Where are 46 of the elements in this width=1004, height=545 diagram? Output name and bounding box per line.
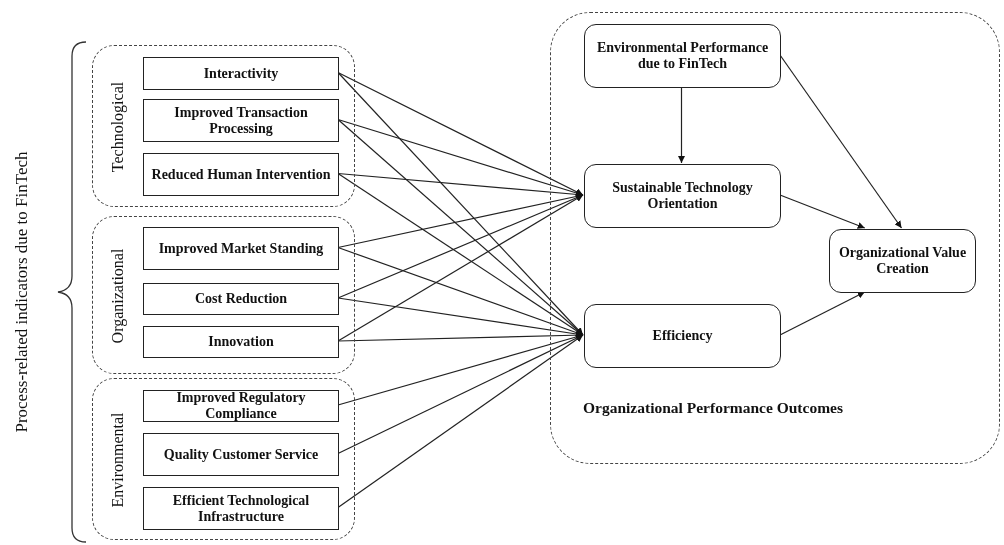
arrow <box>337 193 584 249</box>
box-label: Cost Reduction <box>193 291 289 307</box>
outcome-box <box>584 304 781 368</box>
arrow <box>779 54 903 229</box>
box-label: Reduced Human Intervention <box>150 166 332 183</box>
outcome-box <box>584 164 781 228</box>
category-group <box>92 378 355 540</box>
box-label: Improved Market Standing <box>157 240 325 257</box>
group-title: Organizational Performance Outcomes <box>583 399 843 417</box>
arrow <box>337 172 584 336</box>
indicator-box <box>143 99 339 142</box>
indicator-box <box>143 283 339 315</box>
indicator-box <box>143 227 339 270</box>
box-label: Sustainable Technology Orientation <box>611 180 754 212</box>
arrow <box>779 194 866 229</box>
group-label: Organizational <box>109 248 127 344</box>
category-group <box>92 45 355 207</box>
box-label: Innovation <box>207 334 275 350</box>
arrow <box>678 86 685 164</box>
indicator-box <box>143 433 339 476</box>
category-group <box>92 216 355 374</box>
group-label: Environmental <box>109 412 127 508</box>
indicator-box <box>143 487 339 530</box>
arrow <box>337 246 584 336</box>
arrow <box>337 194 584 342</box>
box-label: Efficient Technological Infrastructure <box>171 492 311 525</box>
box-label: Organizational Value Creation <box>837 245 968 277</box>
box-label: Interactivity <box>202 65 280 82</box>
box-label: Efficiency <box>651 328 714 344</box>
group-label: Technological <box>109 81 127 173</box>
side-label: Process-related indicators due to FinTech <box>12 151 32 433</box>
arrow <box>337 71 584 196</box>
arrow <box>337 71 584 336</box>
box-label: Improved Transaction Processing <box>173 104 309 137</box>
indicator-box <box>143 57 339 90</box>
outcome-box <box>584 24 781 88</box>
indicator-box <box>143 153 339 196</box>
outcomes-group <box>550 12 1000 464</box>
box-label: Improved Regulatory Compliance <box>175 390 307 422</box>
arrow <box>779 291 866 336</box>
indicator-box <box>143 390 339 422</box>
box-label: Environmental Performance due to FinTech <box>595 40 770 72</box>
indicator-box <box>143 326 339 358</box>
box-label: Quality Customer Service <box>162 446 320 463</box>
arrow <box>337 334 584 509</box>
outcome-box <box>829 229 976 293</box>
